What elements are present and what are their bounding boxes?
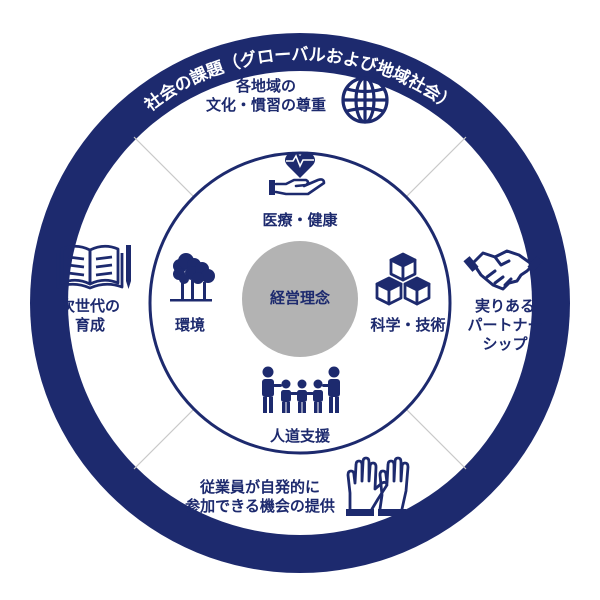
raised-hands-icon [346,456,410,516]
employee-line-2: 参加できる機会の提供 [185,497,335,515]
outer-item-next-gen: 次世代の 育成 [50,297,130,335]
culture-line-2: 文化・慣習の尊重 [205,96,326,114]
partnership-line-2: パートナー [467,316,543,334]
heart-hand-icon [269,151,326,196]
partnership-line-1: 実りある [474,297,535,315]
trees-icon [170,253,215,302]
inner-item-science: 科学・技術 [370,316,446,334]
partnership-line-3: シップ [482,335,528,353]
center-label: 経営理念 [269,289,330,307]
culture-line-1: 各地域の [235,77,296,95]
outer-item-culture: 各地域の 文化・慣習の尊重 [196,77,336,115]
outer-item-partnership: 実りある パートナー シップ [455,297,555,354]
family-icon [262,366,340,413]
inner-item-health: 医療・健康 [262,211,338,229]
globe-icon [341,76,389,124]
next-gen-line-1: 次世代の [59,297,120,315]
inner-item-environment: 環境 [174,316,205,334]
next-gen-line-2: 育成 [74,316,105,334]
cubes-icon [375,252,431,306]
book-pencil-icon [56,244,131,290]
inner-item-humanitarian: 人道支援 [269,427,330,445]
center-circle [242,241,358,357]
handshake-icon [463,249,543,291]
employee-line-1: 従業員が自発的に [199,478,320,496]
outer-item-employee: 従業員が自発的に 参加できる機会の提供 [170,478,350,516]
outer-dividers [133,136,467,470]
